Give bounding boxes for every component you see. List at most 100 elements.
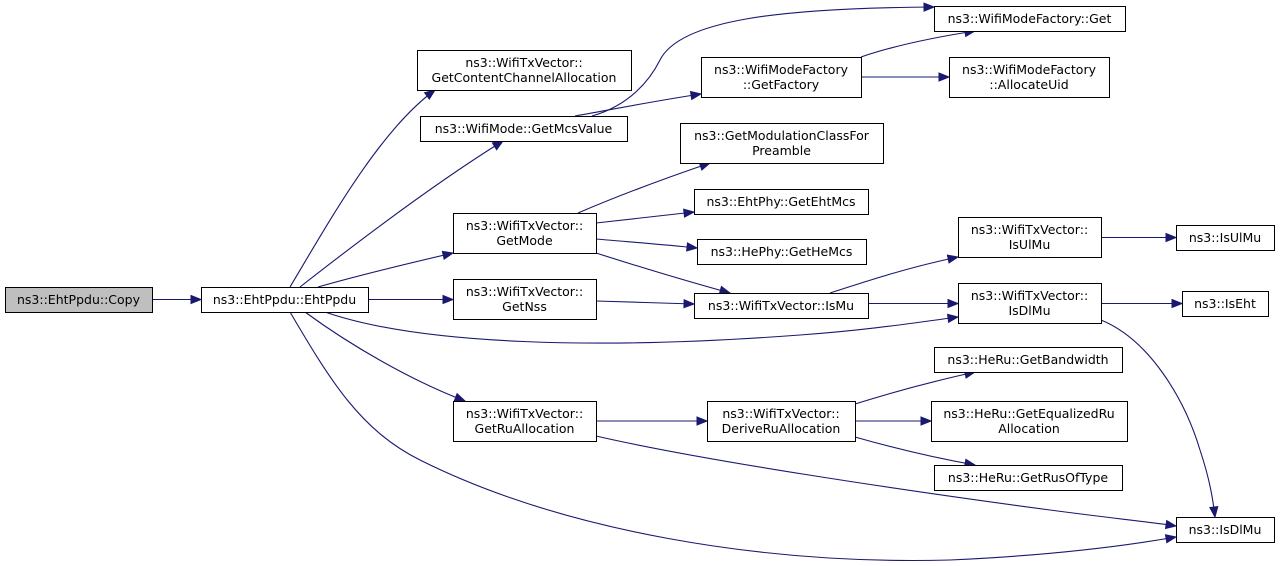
node-getRusOfType[interactable]: ns3::HeRu::GetRusOfType <box>934 465 1123 491</box>
node-label: ns3::EhtPpdu::Copy <box>17 292 141 307</box>
node-box <box>1182 291 1269 317</box>
node-isMu[interactable]: ns3::WifiTxVector::IsMu <box>694 293 869 319</box>
arrowhead <box>947 298 960 309</box>
node-box <box>949 57 1110 98</box>
node-label: IsDlMu <box>1008 303 1050 318</box>
node-label: ns3::HeRu::GetEqualizedRu <box>943 406 1114 421</box>
arrowhead <box>683 298 696 309</box>
edge-ctor-to-isDlMu <box>289 311 1178 561</box>
arrowhead <box>190 294 203 305</box>
node-isDlMu[interactable]: ns3::IsDlMu <box>1176 517 1275 543</box>
node-label: ns3::WifiTxVector:: <box>466 218 583 233</box>
node-factoryGet[interactable]: ns3::WifiModeFactory::Get <box>934 6 1126 32</box>
arrowhead <box>453 392 467 402</box>
arrowhead <box>923 2 936 12</box>
edge-isUlMuV-to-isUlMu <box>1101 232 1178 243</box>
edge-line <box>591 6 935 117</box>
edge-deriveRu-to-getEqRu <box>855 416 933 426</box>
node-label: ns3::WifiModeFactory::Get <box>948 11 1112 26</box>
node-label: ns3::GetModulationClassFor <box>694 128 870 143</box>
node-box <box>453 279 597 320</box>
node-copy[interactable]: ns3::EhtPpdu::Copy <box>5 287 153 313</box>
edge-getFactory-to-allocUid <box>861 72 951 82</box>
node-label: ns3::HePhy::GetHeMcs <box>711 244 853 259</box>
arrowhead <box>1209 506 1219 519</box>
edge-line <box>577 162 711 214</box>
arrowhead <box>1171 298 1184 309</box>
node-label: GetContentChannelAllocation <box>432 70 617 85</box>
arrowhead <box>423 89 437 101</box>
edge-line <box>574 93 702 117</box>
node-label: ns3::EhtPhy::GetEhtMcs <box>706 194 855 209</box>
node-getRuAlloc[interactable]: ns3::WifiTxVector::GetRuAllocation <box>453 401 597 442</box>
node-ehtMcs[interactable]: ns3::EhtPhy::GetEhtMcs <box>694 189 869 215</box>
arrowhead <box>946 313 960 324</box>
node-box <box>1176 225 1275 251</box>
node-box <box>958 283 1102 324</box>
edge-line <box>299 140 504 288</box>
node-getMcsValue[interactable]: ns3::WifiMode::GetMcsValue <box>420 116 628 142</box>
node-deriveRu[interactable]: ns3::WifiTxVector::DeriveRuAllocation <box>707 401 856 442</box>
node-getMode[interactable]: ns3::WifiTxVector::GetMode <box>453 213 597 254</box>
arrowhead <box>686 242 699 252</box>
node-getFactory[interactable]: ns3::WifiModeFactory::GetFactory <box>701 57 862 98</box>
edge-isMu-to-isUlMuV <box>829 254 960 294</box>
node-isUlMuV[interactable]: ns3::WifiTxVector::IsUlMu <box>958 217 1102 258</box>
node-box <box>931 401 1128 442</box>
arrowhead <box>1164 519 1178 530</box>
node-allocUid[interactable]: ns3::WifiModeFactory::AllocateUid <box>949 57 1110 98</box>
arrowhead <box>683 208 696 218</box>
node-label: ns3::EhtPpdu::EhtPpdu <box>213 292 356 307</box>
node-box <box>934 347 1123 373</box>
node-getContent[interactable]: ns3::WifiTxVector::GetContentChannelAllo… <box>417 50 632 91</box>
arrowhead <box>946 254 960 264</box>
arrowhead <box>696 416 709 426</box>
edge-ctor-to-getContent <box>289 89 437 288</box>
node-isEht[interactable]: ns3::IsEht <box>1182 291 1269 317</box>
node-label: GetMode <box>496 233 553 248</box>
node-label: ns3::IsUlMu <box>1189 230 1261 245</box>
edge-line <box>860 30 976 58</box>
node-box <box>934 465 1123 491</box>
edge-line <box>289 311 1177 561</box>
edge-copy-to-ctor <box>152 294 203 305</box>
node-box <box>417 50 632 91</box>
edge-ctor-to-getRuAlloc <box>304 311 467 402</box>
node-getNss[interactable]: ns3::WifiTxVector::GetNss <box>453 279 597 320</box>
edge-ctor-to-getNss <box>368 294 455 305</box>
edge-line <box>595 435 1177 527</box>
edge-getRuAlloc-to-deriveRu <box>596 416 709 426</box>
edge-getRuAlloc-to-isDlMu <box>595 435 1178 530</box>
node-label: ns3::WifiTxVector:: <box>466 284 583 299</box>
node-label: ns3::IsDlMu <box>1189 522 1262 537</box>
node-label: GetNss <box>502 299 547 314</box>
edge-getNss-to-isMu <box>595 298 696 309</box>
edge-isDlMuV-to-isEht <box>1101 298 1184 309</box>
node-label: ns3::WifiTxVector:: <box>722 406 839 421</box>
node-heMcs[interactable]: ns3::HePhy::GetHeMcs <box>697 239 867 265</box>
edge-ctor-to-getMode <box>317 250 455 288</box>
node-box <box>453 213 597 254</box>
arrowhead <box>442 294 455 305</box>
node-box <box>701 57 862 98</box>
node-box <box>420 116 628 142</box>
edge-getMcsValue-to-factoryGet <box>591 2 936 117</box>
node-label: ns3::WifiMode::GetMcsValue <box>435 121 613 136</box>
node-isUlMu[interactable]: ns3::IsUlMu <box>1176 225 1275 251</box>
edge-getMode-to-modClass <box>577 161 712 214</box>
node-box <box>958 217 1102 258</box>
node-getBandwidth[interactable]: ns3::HeRu::GetBandwidth <box>934 347 1123 373</box>
node-label: ns3::WifiModeFactory <box>714 62 849 77</box>
node-label: Allocation <box>998 421 1060 436</box>
node-isDlMuV[interactable]: ns3::WifiTxVector::IsDlMu <box>958 283 1102 324</box>
arrowhead <box>1165 232 1178 243</box>
node-label: Preamble <box>752 143 811 158</box>
node-label: ns3::WifiTxVector:: <box>971 288 1088 303</box>
node-ctor[interactable]: ns3::EhtPpdu::EhtPpdu <box>201 287 369 313</box>
edge-getMcsValue-to-getFactory <box>574 90 703 117</box>
node-label: ns3::HeRu::GetBandwidth <box>947 352 1108 367</box>
node-box <box>697 239 867 265</box>
